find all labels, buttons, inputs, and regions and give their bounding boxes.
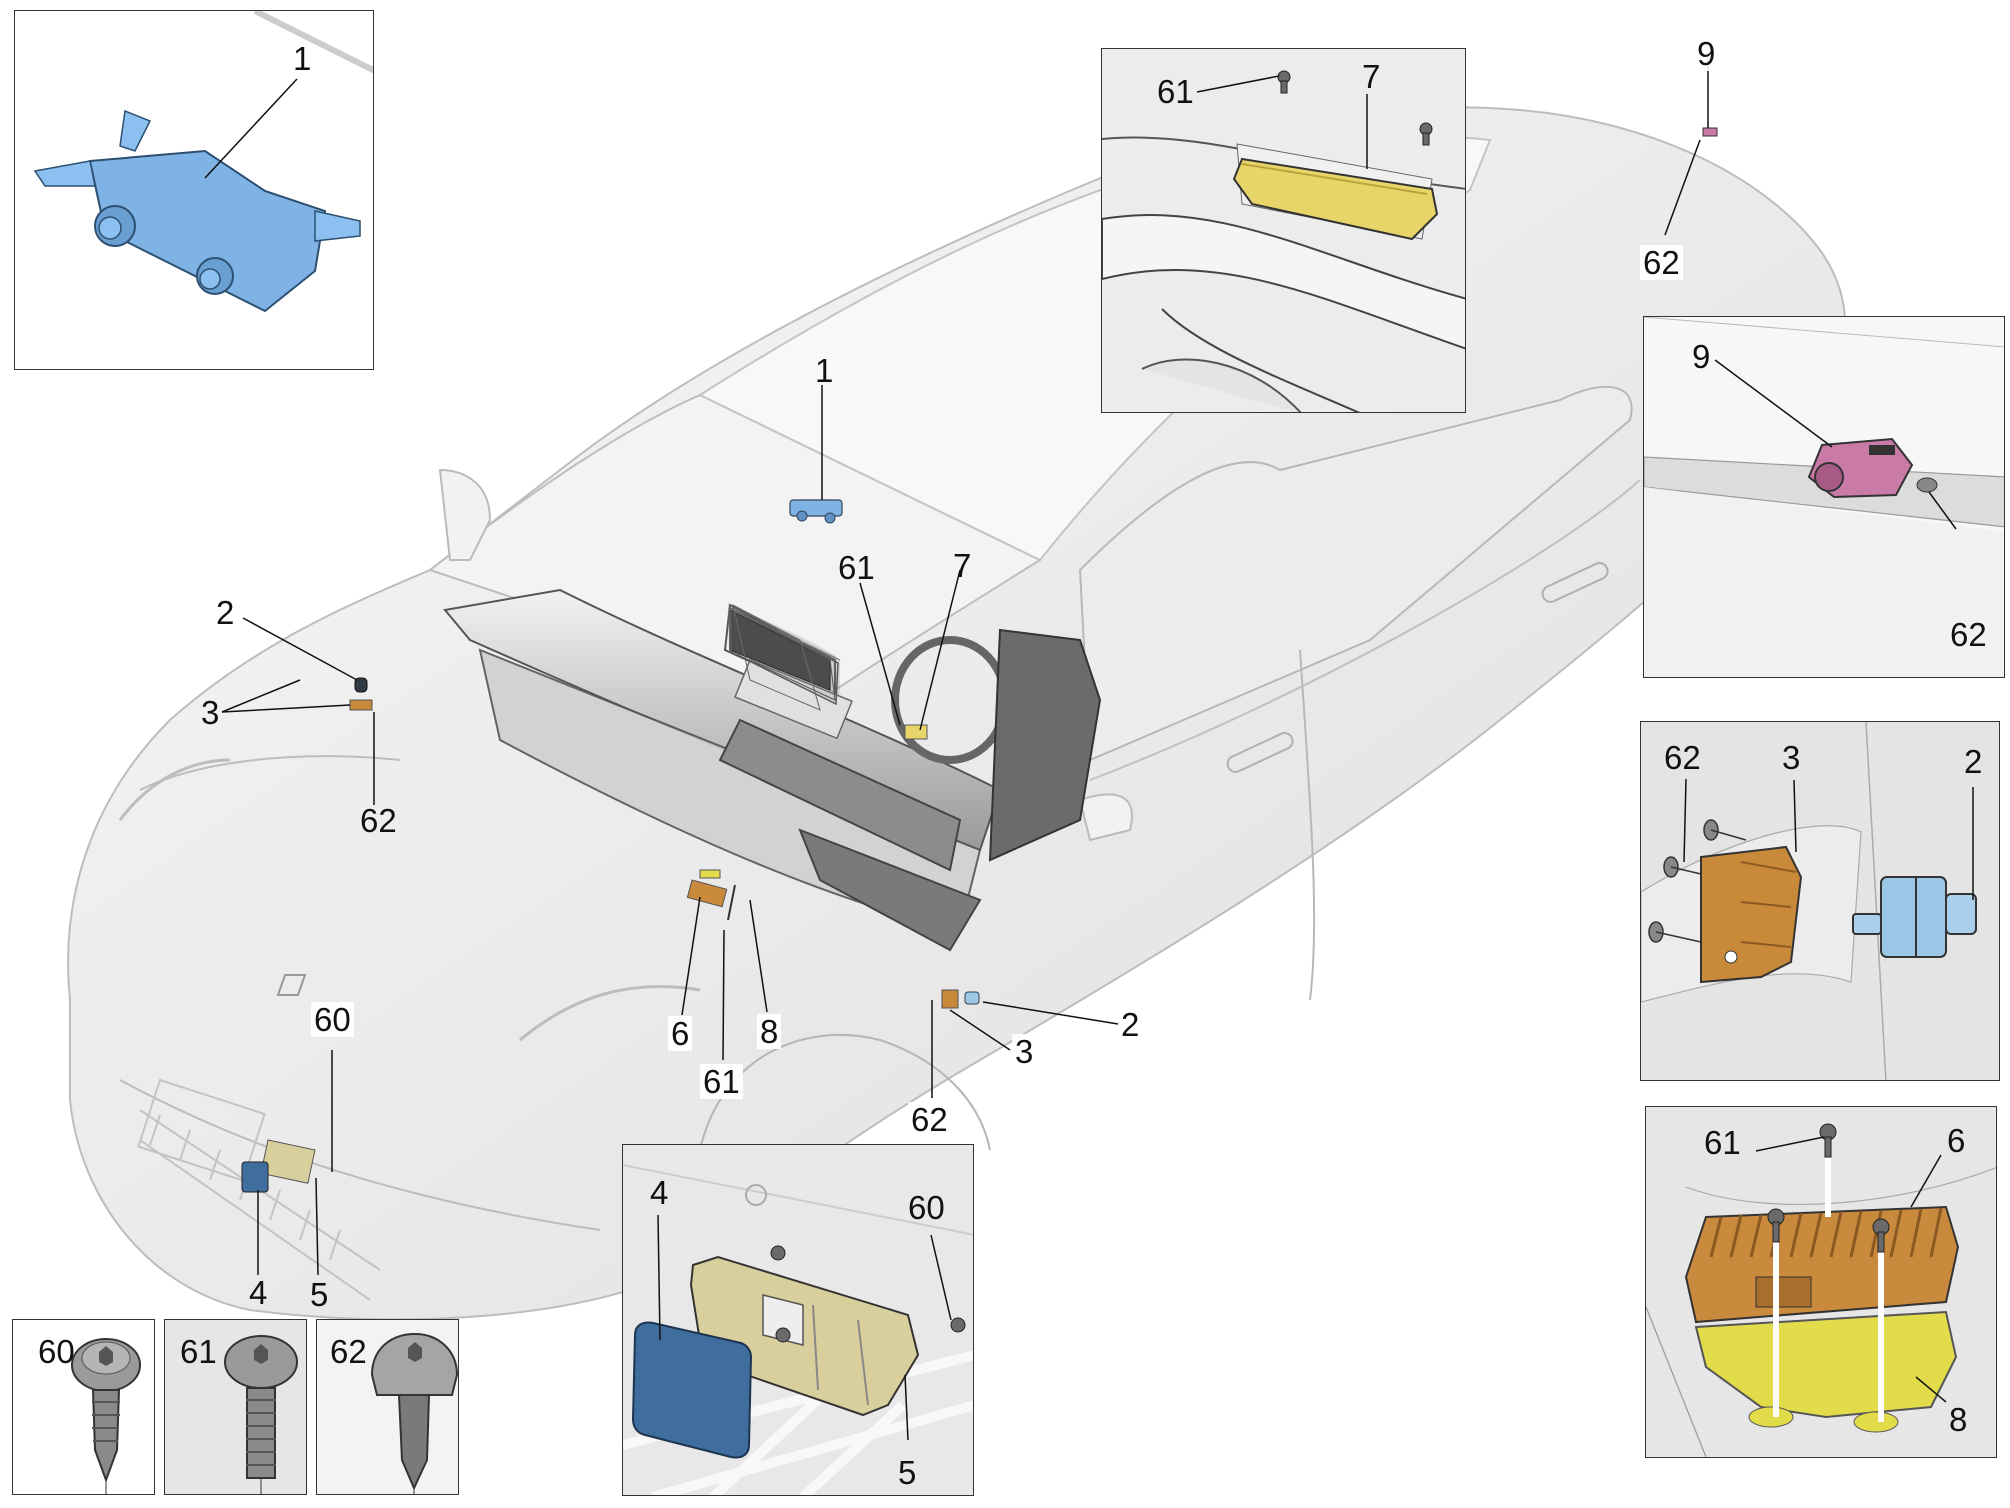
inset-part-1: 1 [14, 10, 374, 370]
inset-68-callout-61: 61 [1704, 1124, 1741, 1161]
inset-68-callout-6: 6 [1947, 1122, 1966, 1159]
inset-23-callout-62: 62 [1664, 739, 1701, 776]
inset-7-callout-7: 7 [1362, 58, 1381, 95]
bumper-line [119, 1079, 601, 1231]
screw-60-label: 60 [38, 1333, 75, 1370]
parts-4-5-illustration [623, 1145, 973, 1495]
inset-23-callout-2: 2 [1964, 743, 1983, 780]
headlamp-right [519, 985, 701, 1042]
inset-screw-60: 60 [12, 1319, 155, 1495]
inset-9-callout-62: 62 [1950, 616, 1987, 653]
belt-line [1089, 479, 1641, 781]
parts-6-8-illustration [1646, 1107, 1996, 1457]
screw-60-illustration [71, 1338, 141, 1494]
inset-part-9: 9 62 [1643, 316, 2005, 678]
right-mirror [1078, 793, 1133, 842]
callout-3-left: 3 [201, 694, 220, 731]
callout-6: 6 [668, 1016, 693, 1051]
callout-61-dash: 61 [838, 549, 875, 586]
callout-2-left: 2 [216, 594, 235, 631]
inset-screw-61: 61 [164, 1319, 307, 1495]
part-2-small-left [354, 677, 368, 693]
door-handle-front [1226, 732, 1294, 773]
screw-61-illustration [224, 1335, 298, 1494]
parts-2-3-illustration [1641, 722, 1999, 1080]
inset-parts-4-5: 4 60 5 [622, 1144, 974, 1496]
callout-9: 9 [1694, 36, 1719, 71]
parts-4-5-small [241, 1139, 316, 1193]
screw-61-label: 61 [180, 1333, 217, 1370]
inset-45-callout-4: 4 [650, 1174, 669, 1211]
instrument-panel-side [988, 628, 1102, 862]
part-1-small [789, 499, 843, 524]
inset-parts-6-8: 61 6 8 [1645, 1106, 1997, 1458]
callout-60: 60 [311, 1002, 354, 1037]
inset-68-callout-8: 8 [1949, 1401, 1968, 1438]
part-9-small [1702, 127, 1718, 137]
inset-23-callout-3: 3 [1782, 739, 1801, 776]
inset-part-7: 61 7 [1101, 48, 1466, 413]
callout-4: 4 [249, 1274, 268, 1311]
inset-screw-62: 62 [316, 1319, 459, 1495]
license-plate-area [137, 1078, 266, 1182]
inset-parts-2-3: 62 3 2 [1640, 721, 2000, 1081]
inset-45-callout-60: 60 [908, 1189, 945, 1226]
callout-62-roof: 62 [1640, 245, 1683, 280]
left-mirror [438, 468, 492, 561]
inset-45-callout-5: 5 [898, 1454, 917, 1491]
brand-logo [276, 974, 307, 996]
inset-7-callout-61: 61 [1157, 73, 1194, 110]
door-seam [1299, 649, 1316, 1001]
part-1-illustration [33, 11, 373, 313]
screw-62-illustration [317, 1320, 458, 1494]
dashboard-assembly [443, 588, 1102, 952]
callout-7: 7 [953, 547, 972, 584]
callout-61-low: 61 [700, 1064, 743, 1099]
parts-2-3-small-right [941, 989, 980, 1009]
callout-3-right: 3 [1012, 1034, 1037, 1069]
side-windows [1078, 385, 1633, 762]
callout-8: 8 [757, 1014, 782, 1049]
callout-62-left: 62 [360, 802, 397, 839]
cross-car-beam [718, 718, 962, 872]
callout-5: 5 [310, 1276, 329, 1313]
inset-1-callout-1: 1 [293, 40, 312, 77]
part-7-small [904, 724, 928, 740]
part-7-illustration [1102, 49, 1465, 412]
callout-1: 1 [815, 352, 834, 389]
leader-lines [221, 55, 1709, 1276]
part-9-illustration [1644, 317, 2004, 677]
parts-6-8-small [686, 869, 736, 921]
inset-9-callout-9: 9 [1692, 338, 1711, 375]
callout-62-right: 62 [908, 1102, 951, 1137]
screw-62-label: 62 [330, 1333, 367, 1370]
door-handle-rear [1541, 562, 1609, 603]
callout-2-right: 2 [1118, 1007, 1143, 1042]
lower-bracket [798, 828, 982, 952]
part-3-small-left [349, 699, 373, 711]
headlamp-left [118, 758, 231, 821]
